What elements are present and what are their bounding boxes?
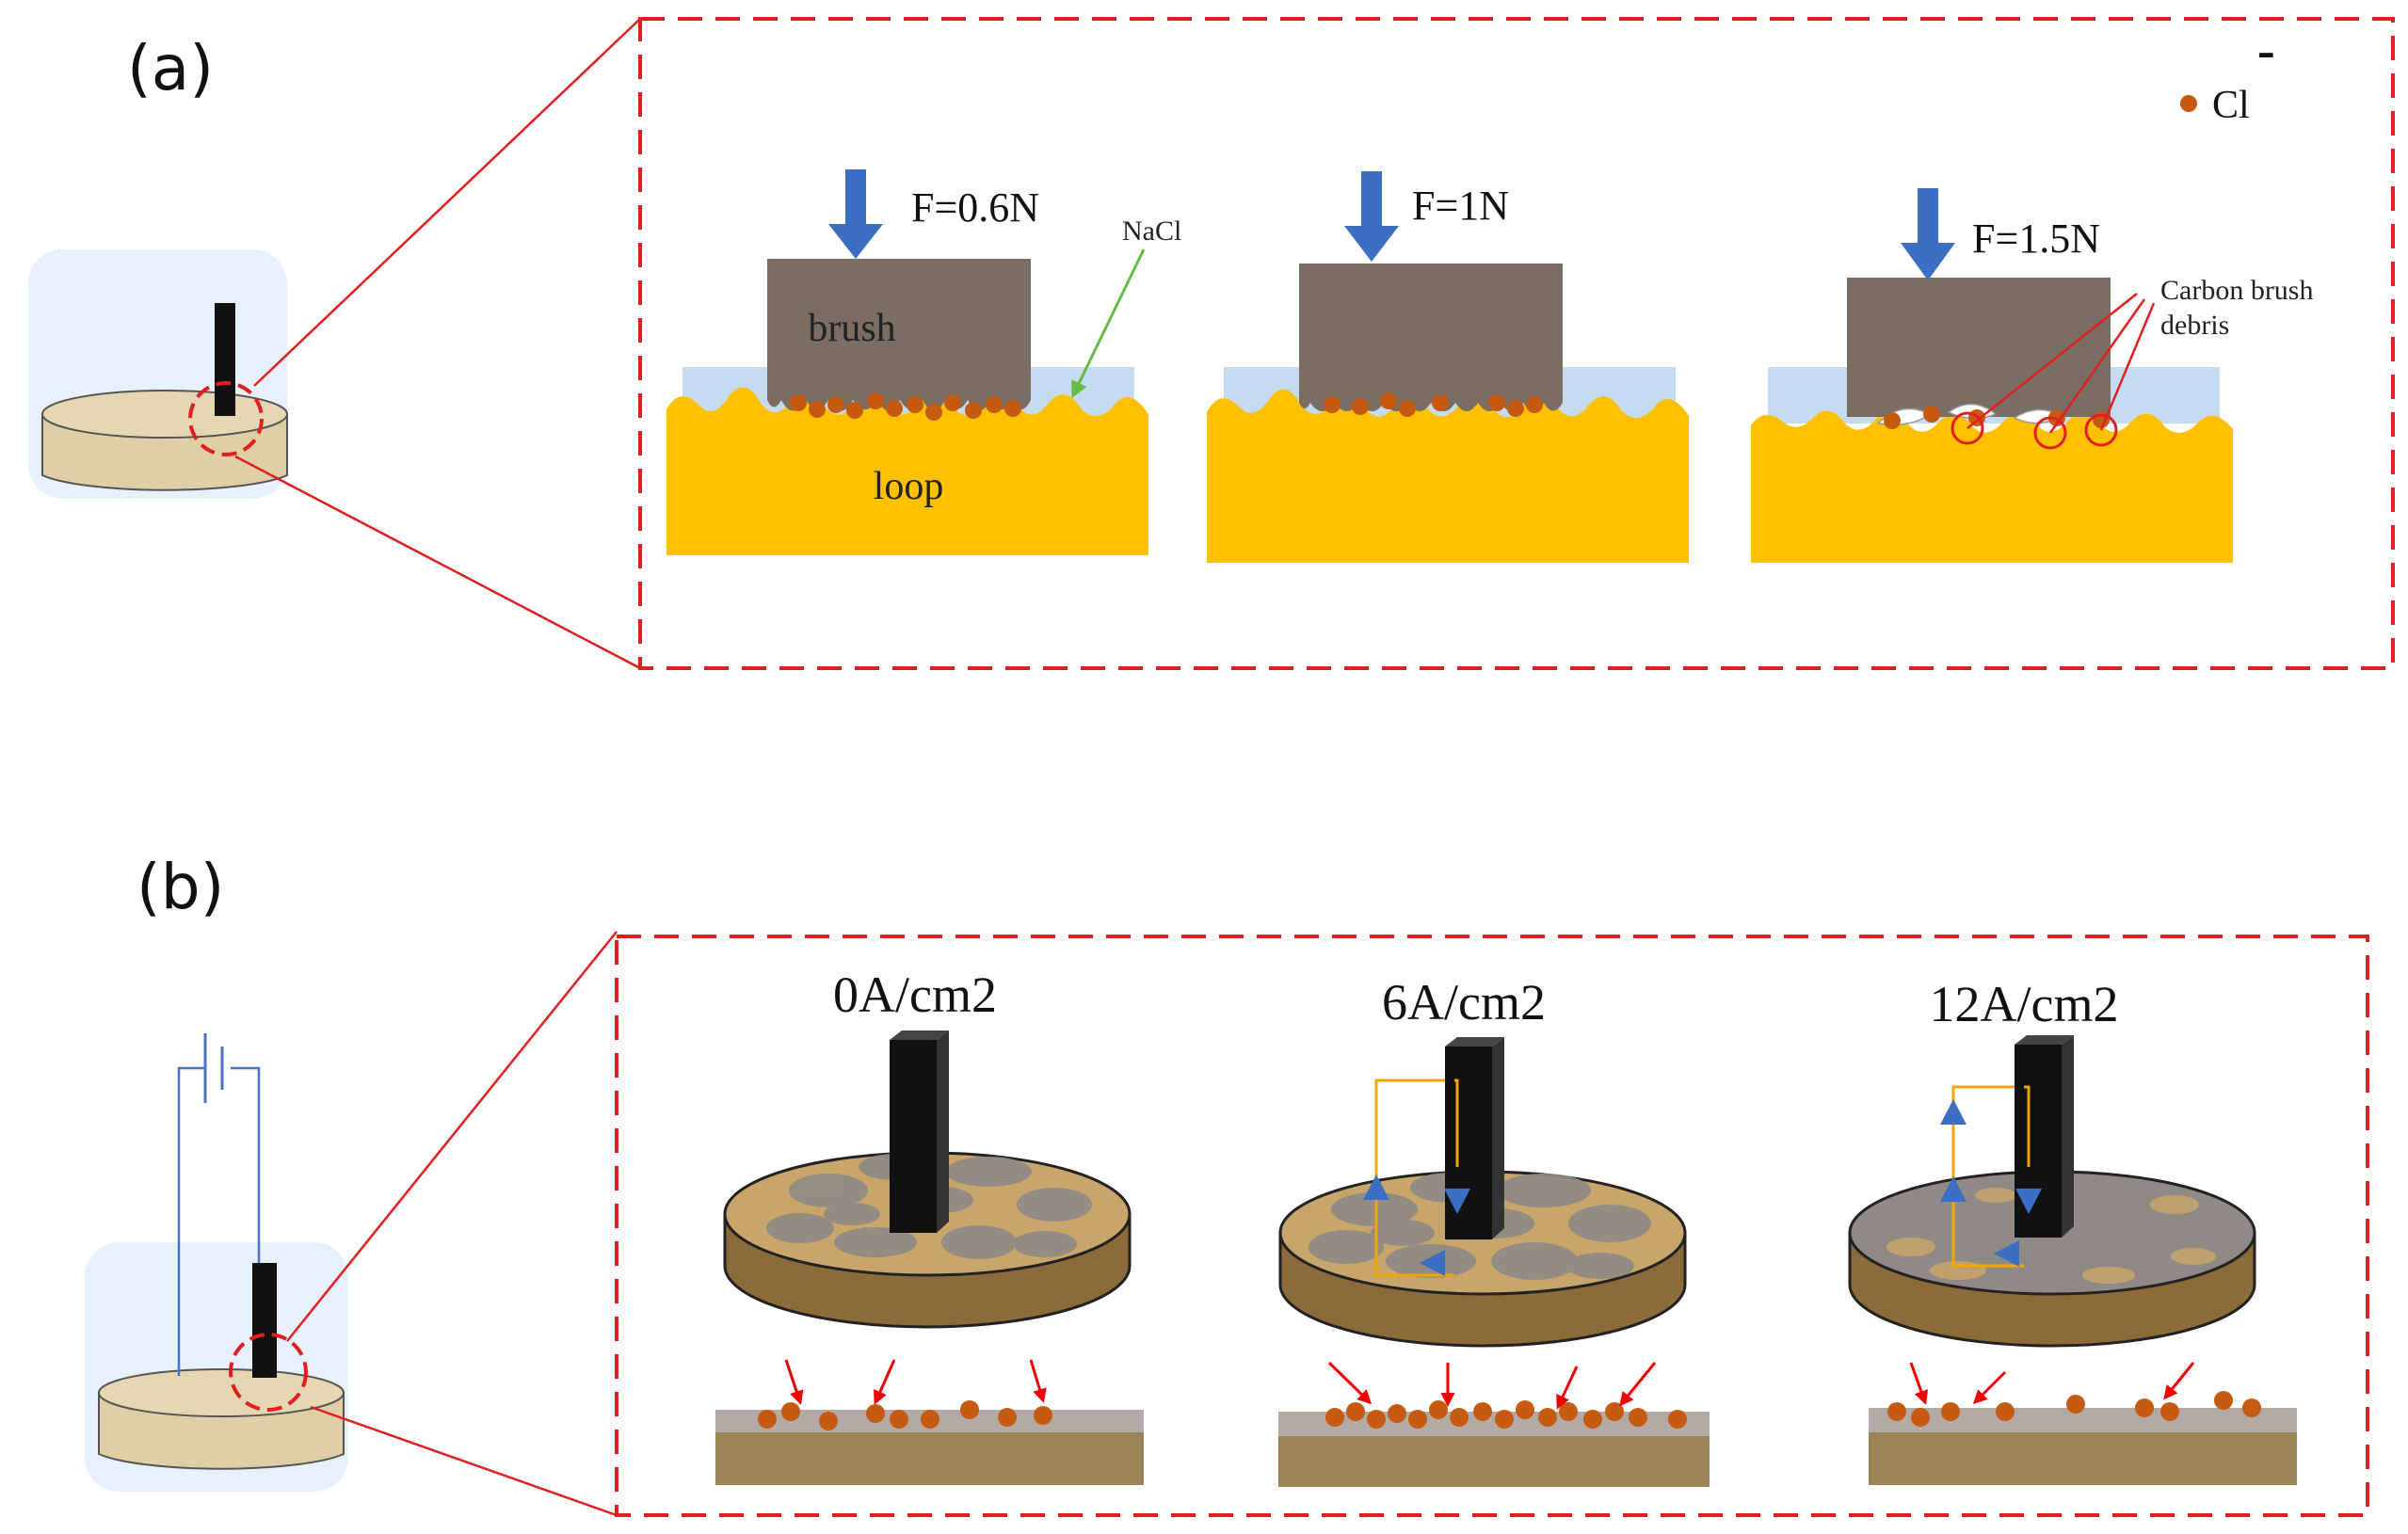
density-label-3: 12A/cm2	[1930, 976, 2119, 1032]
density-label-2: 6A/cm2	[1382, 974, 1546, 1031]
cross-section-base-1	[715, 1430, 1144, 1485]
force-arrow-2	[1344, 171, 1399, 262]
brush-block-2	[1299, 264, 1563, 411]
force-label-3: F=1.5N	[1972, 216, 2100, 262]
chloride-ions-b3	[1887, 1391, 2261, 1427]
apparatus-a-disc-top	[41, 390, 288, 439]
debris-label-line2: debris	[2160, 310, 2229, 341]
detail-frame-b	[615, 935, 2369, 1517]
panel-a-label: (a)	[127, 32, 214, 104]
friction-case-1: brush loop F=0.6N NaCl	[666, 169, 1181, 555]
density-label-1: 0A/cm2	[833, 967, 997, 1023]
chloride-ions-2	[1324, 392, 1543, 417]
chloride-ions-b2	[1325, 1400, 1687, 1429]
loop-label-1: loop	[874, 465, 944, 508]
apparatus-b	[85, 1033, 348, 1492]
loop-substrate-1	[666, 387, 1148, 555]
friction-case-3: F=1.5N Carbon brush debris	[1751, 188, 2313, 563]
nacl-label: NaCl	[1122, 216, 1181, 247]
current-case-2: 6A/cm2	[1278, 974, 1710, 1487]
zoom-line-a-top	[253, 18, 641, 387]
current-arrows-2	[1363, 1174, 1470, 1276]
power-wire	[177, 1066, 205, 1376]
apparatus-a-brush	[215, 303, 235, 416]
indicator-arrows-b3	[1909, 1362, 2195, 1405]
legend-chloride: Cl -	[2180, 22, 2275, 127]
current-loop-3-right	[2024, 1085, 2031, 1167]
brush-rod-3	[2015, 1035, 2074, 1238]
chloride-ions-b1	[758, 1400, 1052, 1430]
current-case-3: 12A/cm2	[1848, 976, 2297, 1485]
apparatus-a	[28, 249, 288, 499]
debris-label-line1: Carbon brush	[2160, 275, 2313, 306]
force-arrow-1	[828, 169, 883, 259]
brush-rod-2	[1445, 1037, 1504, 1239]
legend-chloride-label: Cl	[2212, 84, 2250, 127]
current-loop-2-right	[1454, 1079, 1459, 1167]
debris-pointer-lines	[1967, 293, 2156, 434]
brush-label-1: brush	[808, 307, 895, 350]
brush-rod-1	[890, 1031, 949, 1233]
zoom-line-a-bottom	[234, 455, 641, 670]
loop-substrate-2	[1207, 389, 1689, 563]
brush-block-3	[1847, 278, 2111, 417]
power-wire-return	[231, 1066, 261, 1263]
loop-substrate-3	[1751, 410, 2233, 563]
nacl-pointer-arrow	[1071, 248, 1146, 399]
apparatus-a-focus-circle	[188, 381, 264, 456]
friction-case-2: F=1N	[1207, 171, 1689, 563]
detail-frame-a	[638, 17, 2395, 670]
apparatus-b-brush	[252, 1263, 277, 1378]
cross-section-film-3	[1869, 1408, 2297, 1432]
cross-section-base-3	[1869, 1430, 2297, 1485]
apparatus-b-focus-circle	[229, 1333, 308, 1412]
force-arrow-3	[1901, 188, 1955, 280]
force-label-1: F=0.6N	[911, 184, 1039, 231]
zoom-line-b-top	[286, 931, 618, 1342]
zoom-line-b-bottom	[310, 1405, 618, 1517]
brush-block-1	[767, 259, 1031, 411]
legend-chloride-superscript: -	[2257, 22, 2275, 80]
chloride-ions-1	[790, 392, 1021, 421]
apparatus-b-disc-top	[98, 1368, 345, 1417]
debris-marker-circles	[1950, 411, 2118, 450]
cross-section-base-2	[1278, 1435, 1710, 1487]
indicator-arrows-b2	[1327, 1361, 1657, 1410]
current-case-1: 0A/cm2	[715, 967, 1144, 1485]
force-label-2: F=1N	[1412, 183, 1509, 229]
legend-chloride-dot	[2180, 95, 2197, 112]
indicator-arrows-b1	[784, 1359, 1047, 1405]
panel-b-label: (b)	[136, 851, 224, 923]
current-arrows-3	[1940, 1099, 2042, 1267]
